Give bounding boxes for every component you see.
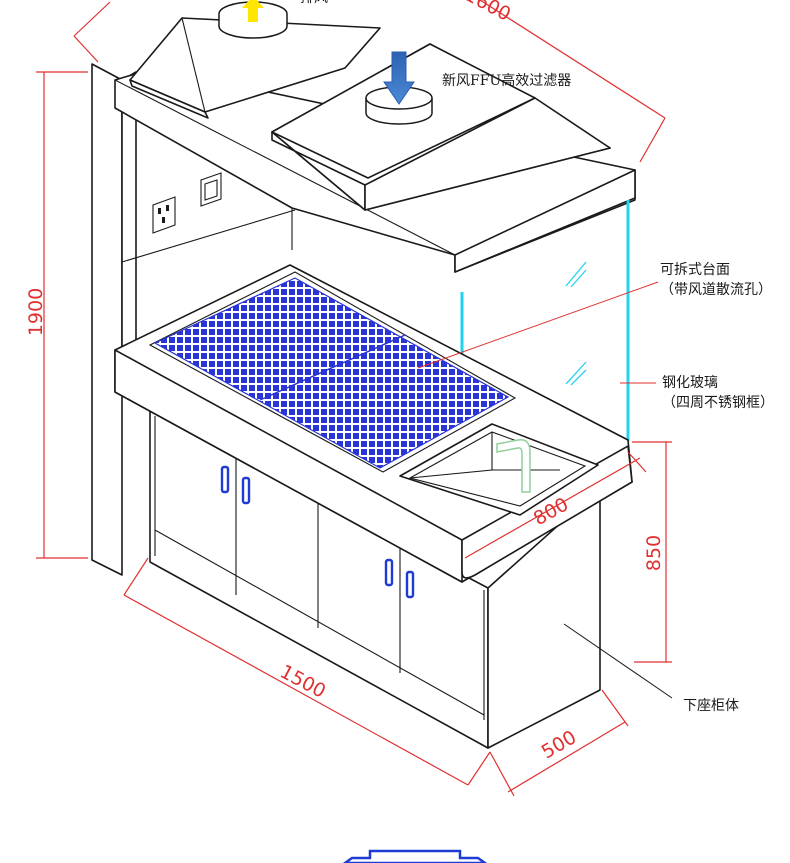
cabinet-handles <box>220 465 415 599</box>
power-socket-icon <box>152 196 176 234</box>
dim-cabinet-depth-label: 500 <box>538 726 580 763</box>
side-panel <box>91 63 296 576</box>
dim-table-height-label: 850 <box>643 535 665 571</box>
base-cabinet <box>149 409 601 749</box>
dim-bottom-length-label: 1500 <box>276 661 329 703</box>
sink <box>399 423 599 516</box>
label-ffu: 新风FFU高效过滤器 <box>442 72 571 89</box>
exhaust-arrow-icon <box>242 0 264 22</box>
label-worktop: 可拆式台面 （带风道散流孔） <box>417 262 772 369</box>
label-glass: 钢化玻璃 （四周不锈钢框） <box>620 374 774 411</box>
perforated-worktop-grid <box>153 277 510 469</box>
label-glass-line2: （四周不锈钢框） <box>662 395 774 411</box>
dim-height-total: 1900 <box>25 71 88 559</box>
worktop <box>114 264 633 583</box>
dim-top-length-label: 1600 <box>461 0 514 26</box>
canopy <box>114 1 636 273</box>
dim-height-total-label: 1900 <box>25 288 47 336</box>
ffu-airflow-arrow-icon <box>383 51 415 105</box>
label-ffu-text: 新风FFU高效过滤器 <box>442 72 571 89</box>
faucet-icon <box>496 439 531 493</box>
label-glass-line1: 钢化玻璃 <box>662 374 718 391</box>
dim-table-height: 850 <box>632 441 672 663</box>
label-cabinet-text: 下座柜体 <box>683 698 739 714</box>
label-worktop-line2: （带风道散流孔） <box>660 282 772 298</box>
next-diagram-preview <box>342 849 488 863</box>
label-exhaust-text: 排风 <box>300 0 328 6</box>
label-cabinet: 下座柜体 <box>563 623 739 714</box>
label-worktop-line1: 可拆式台面 <box>660 262 730 278</box>
switch-icon <box>200 172 222 207</box>
label-exhaust: 排风 <box>300 0 328 6</box>
